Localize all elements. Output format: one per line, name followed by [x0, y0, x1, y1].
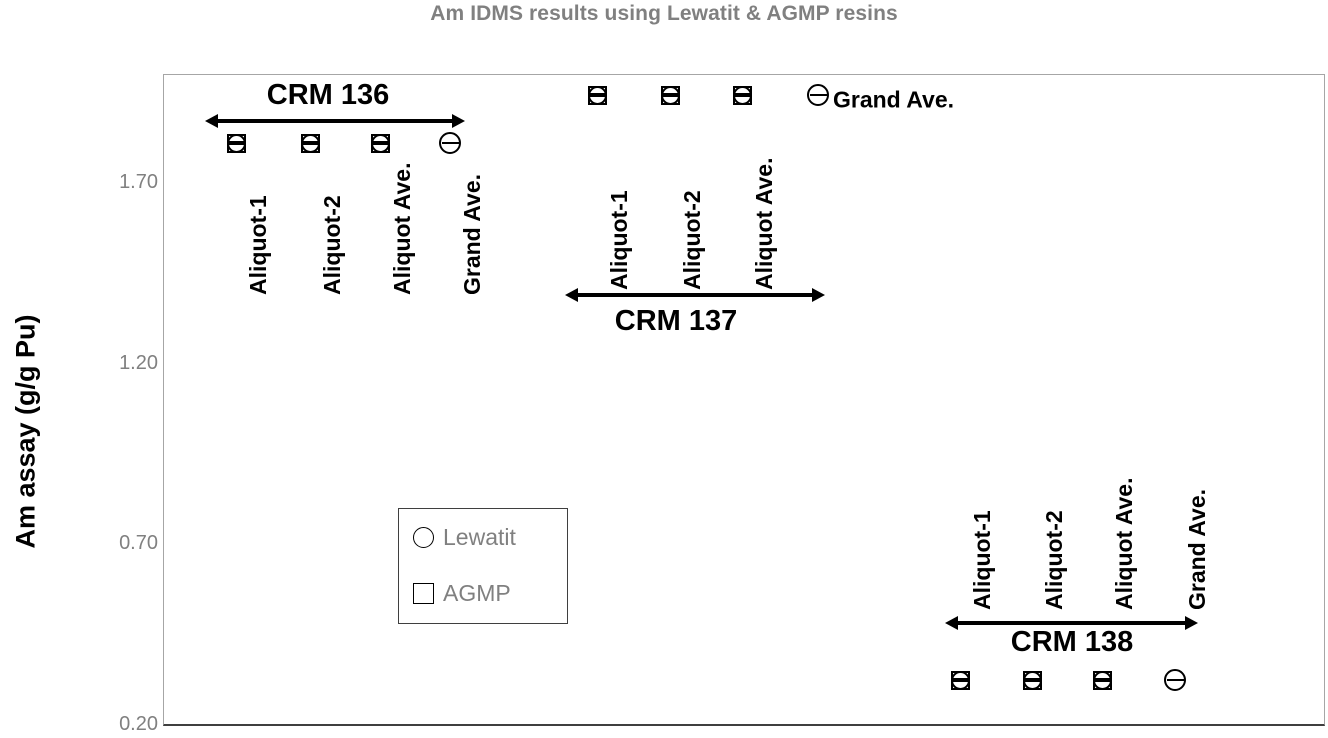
data-point-marker	[438, 131, 462, 155]
group-range-arrow	[945, 615, 1198, 630]
error-bar	[734, 93, 750, 97]
lewatit-circle-marker	[370, 133, 390, 153]
arrow-head-left-icon	[945, 615, 958, 630]
data-point-marker	[658, 83, 682, 107]
y-axis-tick-label: 0.70	[119, 532, 158, 554]
legend-label-agmp: AGMP	[443, 579, 511, 606]
error-bar	[1024, 678, 1040, 682]
legend-label-lewatit: Lewatit	[443, 523, 516, 550]
lewatit-circle-marker	[226, 133, 246, 153]
error-bar	[809, 93, 827, 97]
lewatit-circle-marker	[587, 85, 607, 105]
plot-area	[163, 74, 1325, 726]
lewatit-circle-marker	[300, 133, 320, 153]
group-range-arrow	[565, 287, 825, 302]
data-point-marker	[224, 131, 248, 155]
arrow-head-right-icon	[452, 113, 465, 128]
chart-title: Am IDMS results using Lewatit & AGMP res…	[430, 2, 898, 25]
data-point-marker	[806, 83, 830, 107]
group-label-crm-136: CRM 136	[266, 79, 390, 111]
y-axis-tick-label: 1.70	[119, 171, 158, 193]
lewatit-circle-marker	[950, 670, 970, 690]
arrow-head-right-icon	[812, 287, 825, 302]
data-point-marker	[948, 668, 972, 692]
data-point-marker	[298, 131, 322, 155]
lewatit-circle-marker	[1164, 669, 1186, 691]
y-axis-title: Am assay (g/g Pu)	[10, 314, 41, 549]
legend-item-lewatit: Lewatit	[413, 523, 516, 551]
y-axis-tick-label: 1.20	[119, 352, 158, 374]
data-point-marker	[368, 131, 392, 155]
inline-point-label: Grand Ave.	[833, 86, 954, 113]
group-range-arrow	[205, 113, 465, 128]
arrow-line	[214, 118, 456, 124]
error-bar	[589, 93, 605, 97]
point-label: Aliquot Ave.	[389, 162, 415, 295]
point-label: Aliquot Ave.	[1111, 477, 1137, 610]
point-label: Aliquot-2	[679, 190, 705, 290]
arrow-head-right-icon	[1185, 615, 1198, 630]
point-label: Grand Ave.	[1184, 489, 1210, 610]
arrow-head-left-icon	[205, 113, 218, 128]
chart-legend: Lewatit AGMP	[398, 508, 568, 624]
error-bar	[1094, 678, 1110, 682]
data-point-marker	[730, 83, 754, 107]
data-point-marker	[585, 83, 609, 107]
lewatit-circle-marker	[439, 132, 461, 154]
point-label: Aliquot-1	[606, 190, 632, 290]
data-point-marker	[1163, 668, 1187, 692]
error-bar	[441, 141, 459, 145]
point-label: Aliquot-1	[969, 510, 995, 610]
error-bar	[662, 93, 678, 97]
square-marker-icon	[413, 582, 434, 604]
error-bar	[952, 678, 968, 682]
point-label: Aliquot-1	[245, 195, 271, 295]
arrow-line	[574, 292, 816, 298]
arrow-head-left-icon	[565, 287, 578, 302]
error-bar	[228, 141, 244, 145]
lewatit-circle-marker	[660, 85, 680, 105]
group-label-crm-138: CRM 138	[1010, 626, 1134, 658]
error-bar	[372, 141, 388, 145]
lewatit-circle-marker	[1092, 670, 1112, 690]
error-bar	[302, 141, 318, 145]
legend-item-agmp: AGMP	[413, 579, 511, 607]
point-label: Grand Ave.	[459, 174, 485, 295]
arrow-line	[954, 620, 1189, 626]
lewatit-circle-marker	[732, 85, 752, 105]
y-axis-tick-label: 0.20	[119, 713, 158, 735]
data-point-marker	[1020, 668, 1044, 692]
point-label: Aliquot-2	[1041, 510, 1067, 610]
point-label: Aliquot Ave.	[751, 157, 777, 290]
circle-marker-icon	[413, 526, 434, 548]
error-bar	[1166, 678, 1184, 682]
lewatit-circle-marker	[807, 84, 829, 106]
lewatit-circle-marker	[1022, 670, 1042, 690]
group-label-crm-137: CRM 137	[614, 305, 738, 337]
point-label: Aliquot-2	[319, 195, 345, 295]
data-point-marker	[1090, 668, 1114, 692]
